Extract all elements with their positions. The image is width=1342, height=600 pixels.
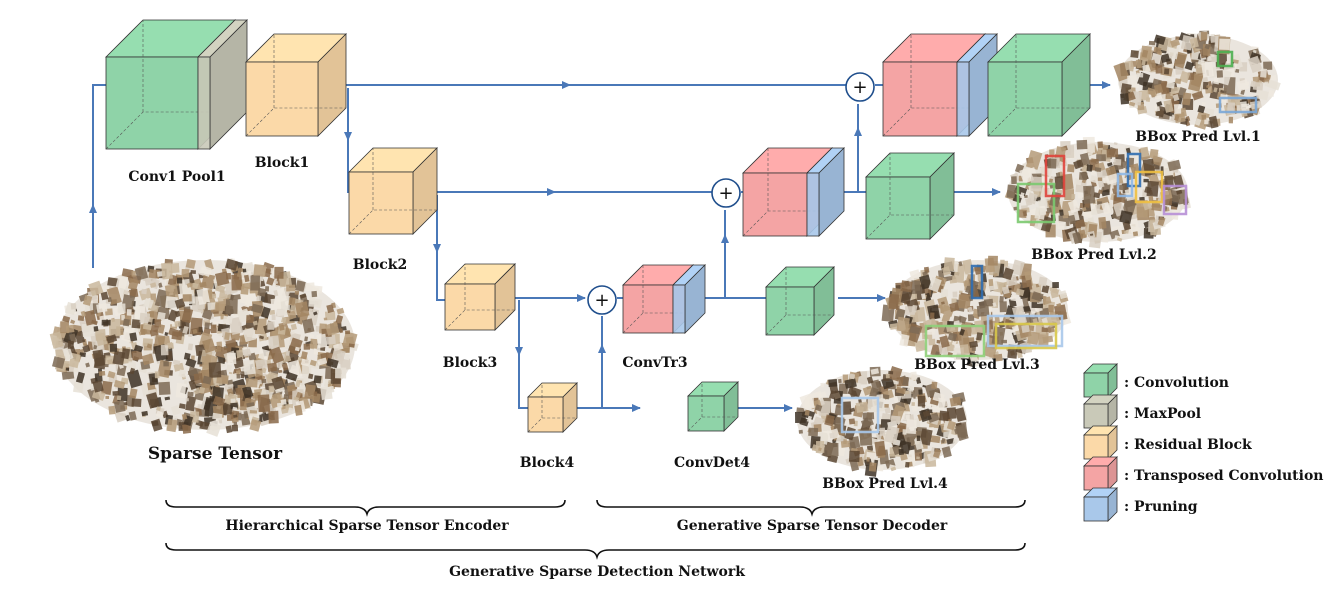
label-bbox-lvl3: BBox Pred Lvl.3 [914, 357, 1040, 373]
legend: : Convolution : MaxPool : Residual Block : … [1083, 363, 1323, 522]
sum-node-1: + [845, 72, 875, 102]
label-convdet4: ConvDet4 [674, 455, 750, 471]
label-block3: Block3 [443, 355, 497, 371]
block-labels: Conv1 Pool1 Block1 Block2 Block3 Block4 … [128, 129, 1260, 492]
bbox-marker [1134, 170, 1164, 204]
network-label: Generative Sparse Detection Network [449, 564, 745, 580]
bbox-lvl4-scene [794, 366, 969, 477]
legend-swatch-1 [1083, 394, 1118, 429]
scene-images [49, 30, 1281, 477]
legend-swatch-2 [1083, 425, 1118, 460]
bbox-marker [1216, 50, 1234, 68]
bbox-marker [1218, 96, 1258, 114]
label-bbox-lvl2: BBox Pred Lvl.2 [1031, 247, 1157, 263]
bbox-marker [1016, 182, 1056, 224]
sum-node-2: + [711, 178, 741, 208]
encoder-label: Hierarchical Sparse Tensor Encoder [225, 518, 509, 534]
label-block2: Block2 [353, 257, 407, 273]
decoder-label: Generative Sparse Tensor Decoder [677, 518, 948, 534]
convtr2-pruning-slab [806, 147, 845, 237]
decoder-brace [596, 499, 1026, 517]
legend-label-1: : MaxPool [1124, 406, 1201, 422]
svg-text:+: + [852, 77, 867, 98]
encoder-brace [165, 499, 566, 517]
conv-lvl2-cube [865, 152, 955, 240]
bbox-marker [1044, 154, 1066, 198]
label-convtr3: ConvTr3 [622, 355, 687, 371]
convdet4-cube [687, 381, 739, 432]
braces: Hierarchical Sparse Tensor Encoder Gener… [165, 499, 1026, 580]
bbox-marker [1162, 184, 1188, 216]
sum-node-3: + [587, 285, 617, 315]
bbox-lvl1-scene [1113, 30, 1281, 130]
sparse-tensor-scene [49, 258, 359, 437]
bbox-marker [994, 322, 1058, 350]
block1-cube [245, 33, 347, 137]
label-bbox-lvl4: BBox Pred Lvl.4 [822, 476, 948, 492]
pool1-slab [197, 19, 248, 150]
label-bbox-lvl1: BBox Pred Lvl.1 [1135, 129, 1261, 145]
block4-cube [527, 382, 578, 433]
svg-text:+: + [718, 183, 733, 204]
bbox-marker [970, 264, 984, 300]
bbox-marker [1116, 172, 1134, 198]
convtr3-pruning-slab [672, 264, 706, 334]
block3-cube [444, 263, 516, 331]
sum-nodes: + + + [587, 72, 875, 315]
network-brace [165, 542, 1026, 560]
legend-swatch-0 [1083, 363, 1118, 398]
svg-text:+: + [594, 290, 609, 311]
bbox-marker [924, 324, 986, 358]
label-conv1-pool1: Conv1 Pool1 [128, 169, 225, 185]
legend-label-4: : Pruning [1124, 499, 1198, 515]
label-sparse-tensor: Sparse Tensor [148, 444, 283, 464]
legend-label-0: : Convolution [1124, 375, 1229, 391]
legend-swatch-4 [1083, 487, 1118, 522]
block-cubes [105, 19, 1091, 433]
conv-lvl3-cube [765, 266, 835, 336]
bbox-marker [840, 396, 880, 434]
legend-swatch-3 [1083, 456, 1118, 491]
conv-lvl1-cube [987, 33, 1091, 137]
label-block1: Block1 [255, 155, 309, 171]
legend-label-2: : Residual Block [1124, 437, 1252, 453]
bbox-lvl2-scene [1004, 136, 1191, 249]
bbox-marker [1126, 152, 1142, 188]
bbox-marker [986, 314, 1064, 348]
block2-cube [348, 147, 438, 235]
legend-label-3: : Transposed Convolution [1124, 468, 1323, 484]
bbox-lvl3-scene [881, 255, 1072, 368]
label-block4: Block4 [520, 455, 575, 471]
